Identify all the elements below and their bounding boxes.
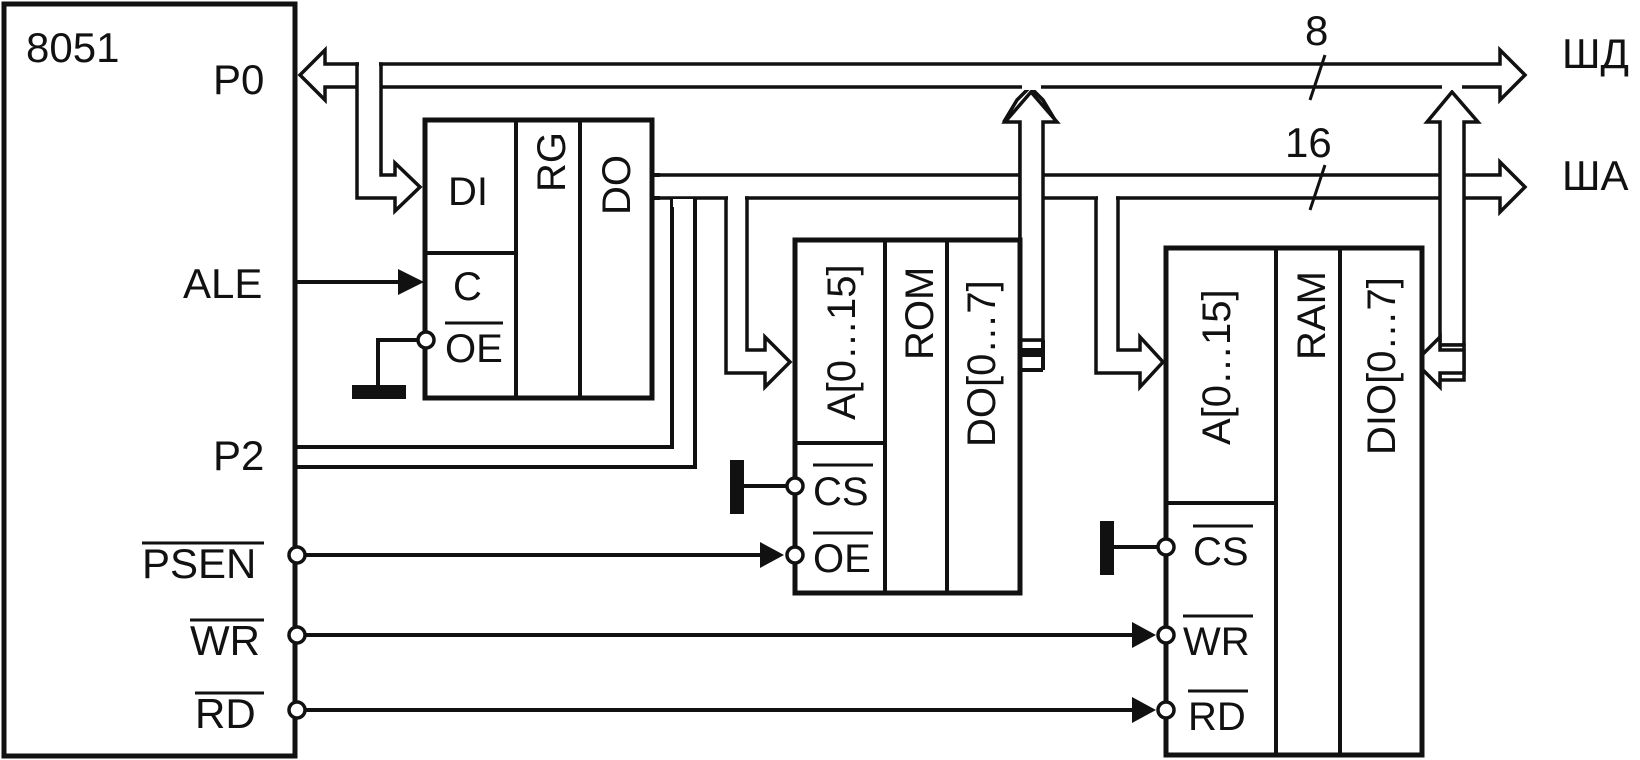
wr-line xyxy=(287,622,1176,648)
rom-to-data-bus xyxy=(1001,84,1061,372)
pin-label-ale: ALE xyxy=(183,260,262,307)
ram-data-arrow-left xyxy=(1412,332,1466,392)
data-bus: 8 ШД xyxy=(297,7,1629,105)
address-bus-slash xyxy=(1308,164,1327,211)
ale-line xyxy=(297,269,424,295)
p2-line-1 xyxy=(297,198,674,449)
pin-label-p0: P0 xyxy=(213,56,264,103)
rom-oe: OE xyxy=(813,537,871,581)
register-di: DI xyxy=(448,170,488,214)
register-c: C xyxy=(453,265,482,309)
address-rom-branch xyxy=(724,196,793,392)
ram-wr-bubble xyxy=(1156,625,1176,645)
address-bus-body xyxy=(655,157,1528,217)
address-bus: 16 ША xyxy=(655,119,1629,217)
rom-data-arrow xyxy=(1001,89,1061,342)
ram-ground-icon xyxy=(1100,521,1114,575)
ram-to-data-bus xyxy=(1412,84,1482,392)
register-oe-ground xyxy=(352,330,436,399)
ram-cs: CS xyxy=(1193,530,1249,574)
ram-data: DIO[0…7] xyxy=(1360,277,1404,455)
ram-data-arrow-up xyxy=(1423,89,1482,347)
p0-to-di-bus xyxy=(355,62,423,216)
data-bus-width: 8 xyxy=(1305,7,1328,54)
psen-line xyxy=(287,542,805,568)
p2-to-address-bus xyxy=(297,198,697,469)
rom-data: DO[0…7] xyxy=(960,280,1004,447)
ram-cs-bubble xyxy=(1156,537,1176,557)
register-oe-bubble xyxy=(416,330,436,350)
rom-cs: CS xyxy=(813,470,869,514)
register-body xyxy=(422,117,655,401)
register-title: RG xyxy=(530,132,574,192)
rd-bubble xyxy=(287,700,307,720)
register-do: DO xyxy=(595,155,639,215)
rom-ground-icon xyxy=(730,460,744,514)
data-bus-body xyxy=(297,45,1528,105)
ram-block: A[0…15] RAM DIO[0…7] CS WR RD xyxy=(1163,245,1425,758)
pin-label-rd: RD xyxy=(195,690,256,737)
address-ram-branch xyxy=(1094,196,1166,392)
rom-block: A[0…15] ROM DO[0…7] CS OE xyxy=(792,237,1043,596)
ram-title: RAM xyxy=(1290,271,1334,360)
address-bus-label: ША xyxy=(1562,152,1629,199)
register-oe: OE xyxy=(445,327,503,371)
wr-bubble xyxy=(287,625,307,645)
ram-rd-bubble xyxy=(1156,700,1176,720)
rd-line xyxy=(287,697,1176,723)
pin-label-p2: P2 xyxy=(213,432,264,479)
psen-bubble xyxy=(287,545,307,565)
cpu-body xyxy=(1,1,298,759)
address-to-ram-bus xyxy=(1094,195,1166,392)
ram-rd: RD xyxy=(1188,695,1246,739)
p2-line-2 xyxy=(297,198,697,469)
ram-cs-ground xyxy=(1100,521,1176,575)
register-ground-icon xyxy=(352,385,406,399)
rom-addr: A[0…15] xyxy=(820,264,864,420)
address-to-rom-bus xyxy=(724,195,793,392)
rom-cs-ground xyxy=(730,460,805,514)
data-bus-slash xyxy=(1308,54,1327,101)
cpu-block: 8051 P0 ALE P2 PSEN WR RD xyxy=(1,1,298,759)
pin-label-wr: WR xyxy=(190,617,260,664)
ram-wr: WR xyxy=(1183,620,1250,664)
data-bus-label: ШД xyxy=(1562,30,1629,77)
register-block: DI RG DO C OE xyxy=(422,117,655,401)
rom-cs-bubble xyxy=(785,476,805,496)
pin-label-psen: PSEN xyxy=(142,540,256,587)
ram-addr: A[0…15] xyxy=(1195,289,1239,445)
cpu-name: 8051 xyxy=(26,24,119,71)
address-bus-width: 16 xyxy=(1285,119,1332,166)
p0-di-branch xyxy=(355,62,423,216)
rom-oe-bubble xyxy=(785,545,805,565)
rom-title: ROM xyxy=(898,267,942,360)
